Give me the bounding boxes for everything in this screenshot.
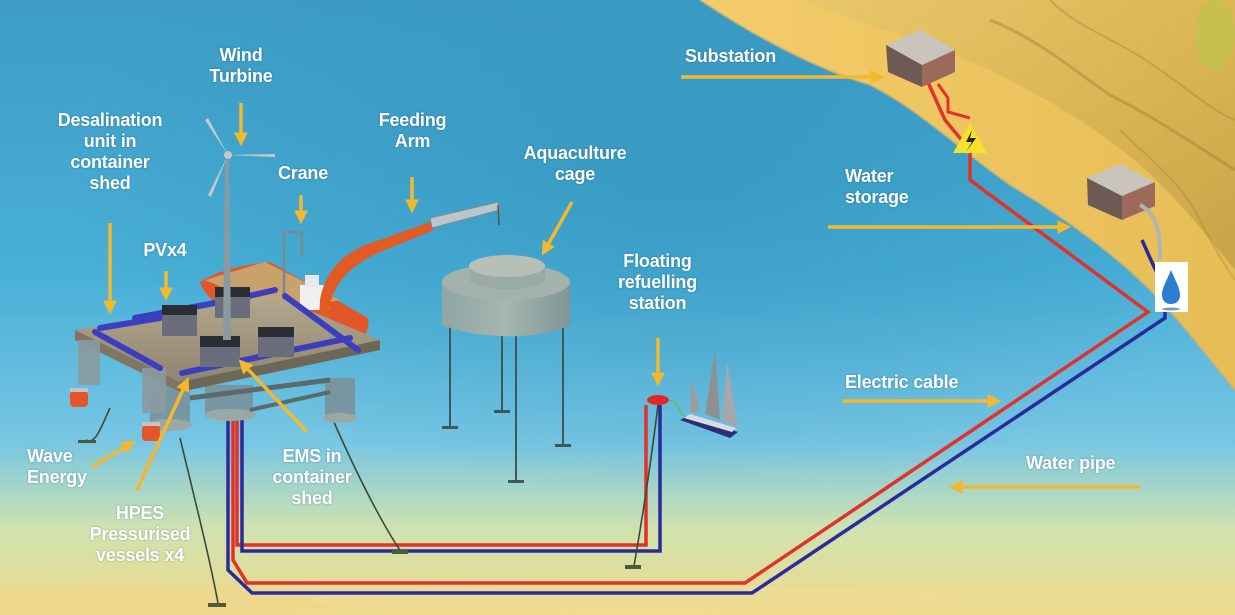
label-pv: PVx4 [143, 240, 187, 260]
deck-float-pipes [92, 287, 361, 376]
label-floating-refuelling: Floating refuelling station [617, 251, 697, 313]
sailboat [680, 350, 738, 438]
label-water-pipe: Water pipe [1026, 453, 1116, 473]
arrow-hpes [135, 377, 190, 491]
arrow-aquaculture [541, 201, 574, 256]
cliff-ridge-2 [1049, 0, 1235, 121]
grass-patch [1195, 0, 1235, 70]
water-pipe-line [226, 239, 1167, 595]
refuelling-buoy [647, 395, 669, 405]
high-voltage-warning-icon [953, 123, 987, 153]
label-water-storage: Water storage [845, 166, 909, 207]
electric-cable-line [231, 79, 1152, 585]
label-electric-cable: Electric cable [845, 372, 959, 392]
pointer-arrows [91, 70, 1140, 494]
feeding-arm [318, 201, 501, 342]
wind-turbine [205, 118, 275, 340]
wave-energy-buoys [70, 388, 160, 441]
arrow-wave-energy [91, 440, 136, 469]
label-hpes: HPES Pressurised vessels x4 [89, 503, 191, 565]
cliff-ridge-1 [989, 18, 1235, 172]
label-wind-turbine: Wind Turbine [209, 45, 273, 86]
substation-building [886, 30, 971, 120]
anchors [78, 440, 641, 607]
arrow-ems [238, 359, 309, 434]
water-storage-building [1087, 164, 1162, 261]
label-feeding-arm: Feeding Arm [378, 110, 447, 151]
aquaculture-cage [442, 255, 571, 483]
seabed-sand-mid [310, 585, 970, 615]
label-ems: EMS in container shed [272, 446, 352, 508]
label-aquaculture-cage: Aquaculture cage [523, 143, 627, 184]
cliff [800, 0, 1235, 270]
label-wave-energy: Wave Energy [27, 446, 87, 487]
water-drop-icon [1155, 262, 1188, 312]
label-substation: Substation [685, 46, 776, 66]
label-crane: Crane [277, 163, 329, 183]
label-desalination: Desalination unit in container shed [57, 110, 163, 193]
cliff-ridge-3 [1119, 129, 1235, 281]
